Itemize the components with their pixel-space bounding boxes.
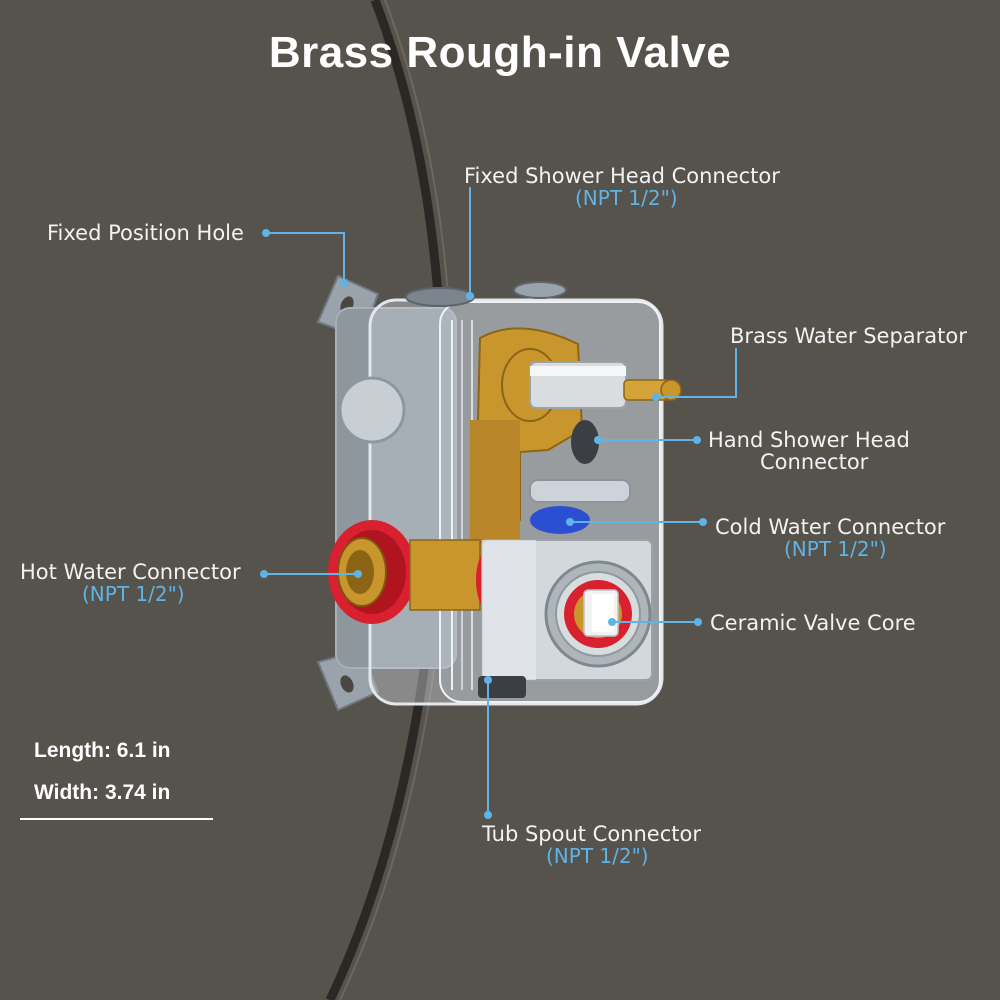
leader-lines [264,187,737,815]
brass-water-separator [501,348,682,422]
leader-brass-separator [656,348,737,398]
dimension-length: Length: 6.1 in [34,739,171,762]
label-hand-shower-line2: Connector [760,450,869,474]
label-hot-water-spec: (NPT 1/2") [82,582,185,606]
top-port [405,287,475,307]
page-title: Brass Rough-in Valve [268,28,732,77]
label-cold-water-spec: (NPT 1/2") [784,537,887,561]
label-hand-shower-line1: Hand Shower Head [708,428,910,452]
label-cold-water: Cold Water Connector [715,515,946,539]
label-fixed-shower-spec: (NPT 1/2") [575,186,678,210]
label-ceramic-core: Ceramic Valve Core [710,611,916,635]
cold-water-inlet [530,506,590,534]
label-fixed-shower: Fixed Shower Head Connector [464,164,780,188]
valve-body [316,274,682,712]
ceramic-valve-core [544,560,652,668]
label-tub-spout: Tub Spout Connector [482,822,701,846]
dimension-width: Width: 3.74 in [34,781,171,804]
leader-dots [260,229,707,819]
label-hot-water: Hot Water Connector [20,560,241,584]
hot-water-inlet [328,520,416,624]
label-brass-separator: Brass Water Separator [730,324,967,348]
label-fixed-position-hole: Fixed Position Hole [47,221,244,245]
label-tub-spout-spec: (NPT 1/2") [546,844,649,868]
dimension-divider [20,818,213,820]
leader-fixed-position-hole [266,232,345,283]
